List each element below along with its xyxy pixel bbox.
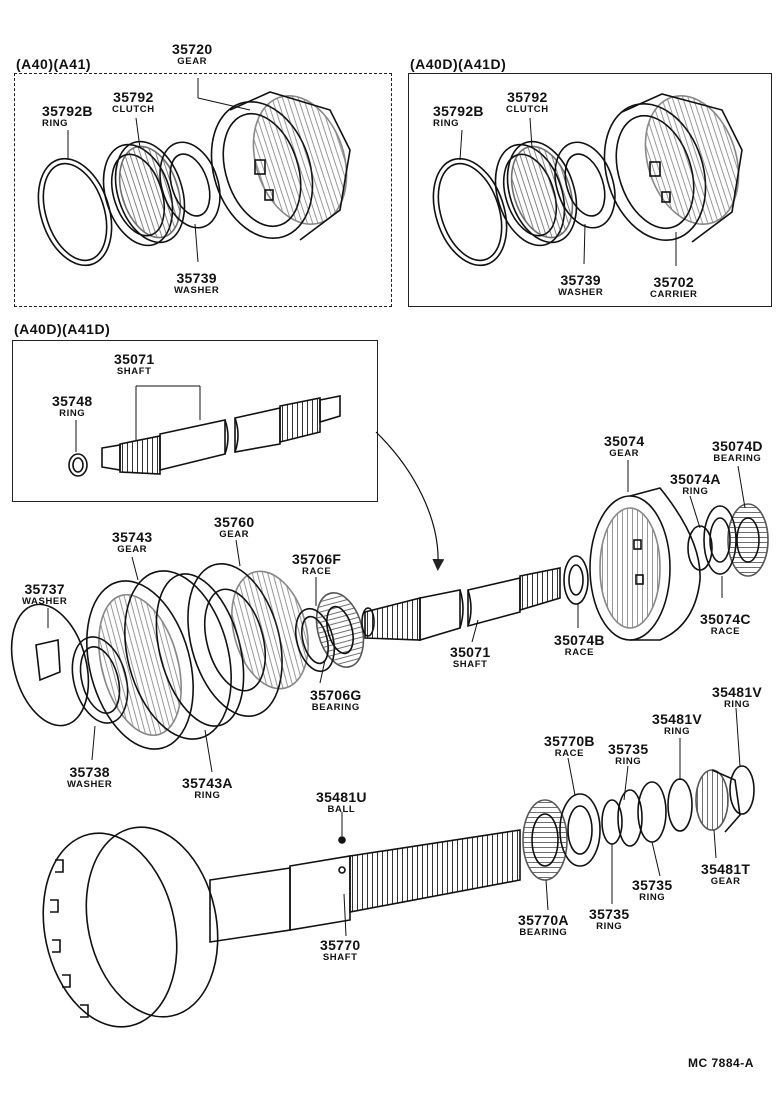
ring-35792b-right [432, 157, 508, 267]
gear-35720 [210, 91, 351, 241]
shaft-35071-middle [361, 567, 561, 642]
bearing-35706g [315, 592, 365, 668]
race-35074b [563, 555, 589, 605]
header-a40-a41: (A40)(A41) [16, 56, 92, 72]
ball-35481u [338, 836, 346, 844]
race-35770b [559, 793, 601, 867]
gear-35760 [187, 563, 309, 717]
gear-35074 [589, 487, 701, 641]
carrier-35702 [603, 93, 743, 243]
header-a40d-a41d-top: (A40D)(A41D) [410, 56, 507, 72]
box-a40d-a41d-middle [12, 340, 378, 502]
gear-35481t [695, 769, 741, 833]
ring-35074a [687, 525, 713, 571]
clutch-35792-left [102, 140, 186, 247]
ring-35735-b [617, 789, 643, 847]
bearing-35770a [522, 799, 568, 881]
ring-35481v-b [667, 778, 693, 832]
ring-35481v-a [729, 765, 755, 815]
ring-35748 [68, 453, 88, 477]
diagram-code: MC 7884-A [688, 1056, 754, 1070]
box-a40-a41 [14, 73, 392, 307]
washer-35739-right [554, 141, 616, 229]
washer-35737 [10, 603, 90, 727]
assembly-arrow [375, 431, 445, 571]
box-a40d-a41d-top [408, 73, 772, 307]
header-a40d-a41d-middle: (A40D)(A41D) [14, 321, 111, 337]
shaft-35770 [42, 826, 521, 1028]
gear-35743 [86, 570, 232, 750]
clutch-35792-right [494, 140, 578, 247]
bearing-35074d [727, 503, 769, 577]
washer-35739-left [159, 141, 221, 229]
shaft-35071-top [101, 395, 341, 475]
